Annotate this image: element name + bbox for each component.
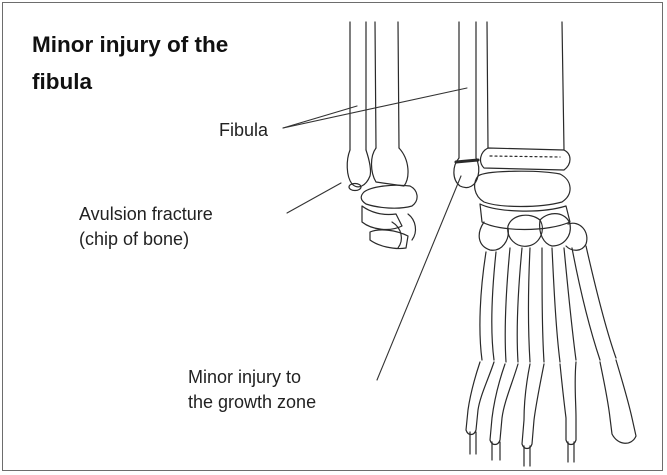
phalanx-bones — [466, 360, 636, 466]
right-foot-drawing — [454, 22, 636, 466]
avulsion-leader — [287, 183, 341, 213]
leader-lines — [283, 88, 467, 380]
left-ankle-drawing — [347, 22, 417, 249]
metatarsal-bones — [480, 246, 616, 362]
growth-zone-leader — [377, 176, 461, 380]
fibula-leader-left — [283, 106, 357, 128]
